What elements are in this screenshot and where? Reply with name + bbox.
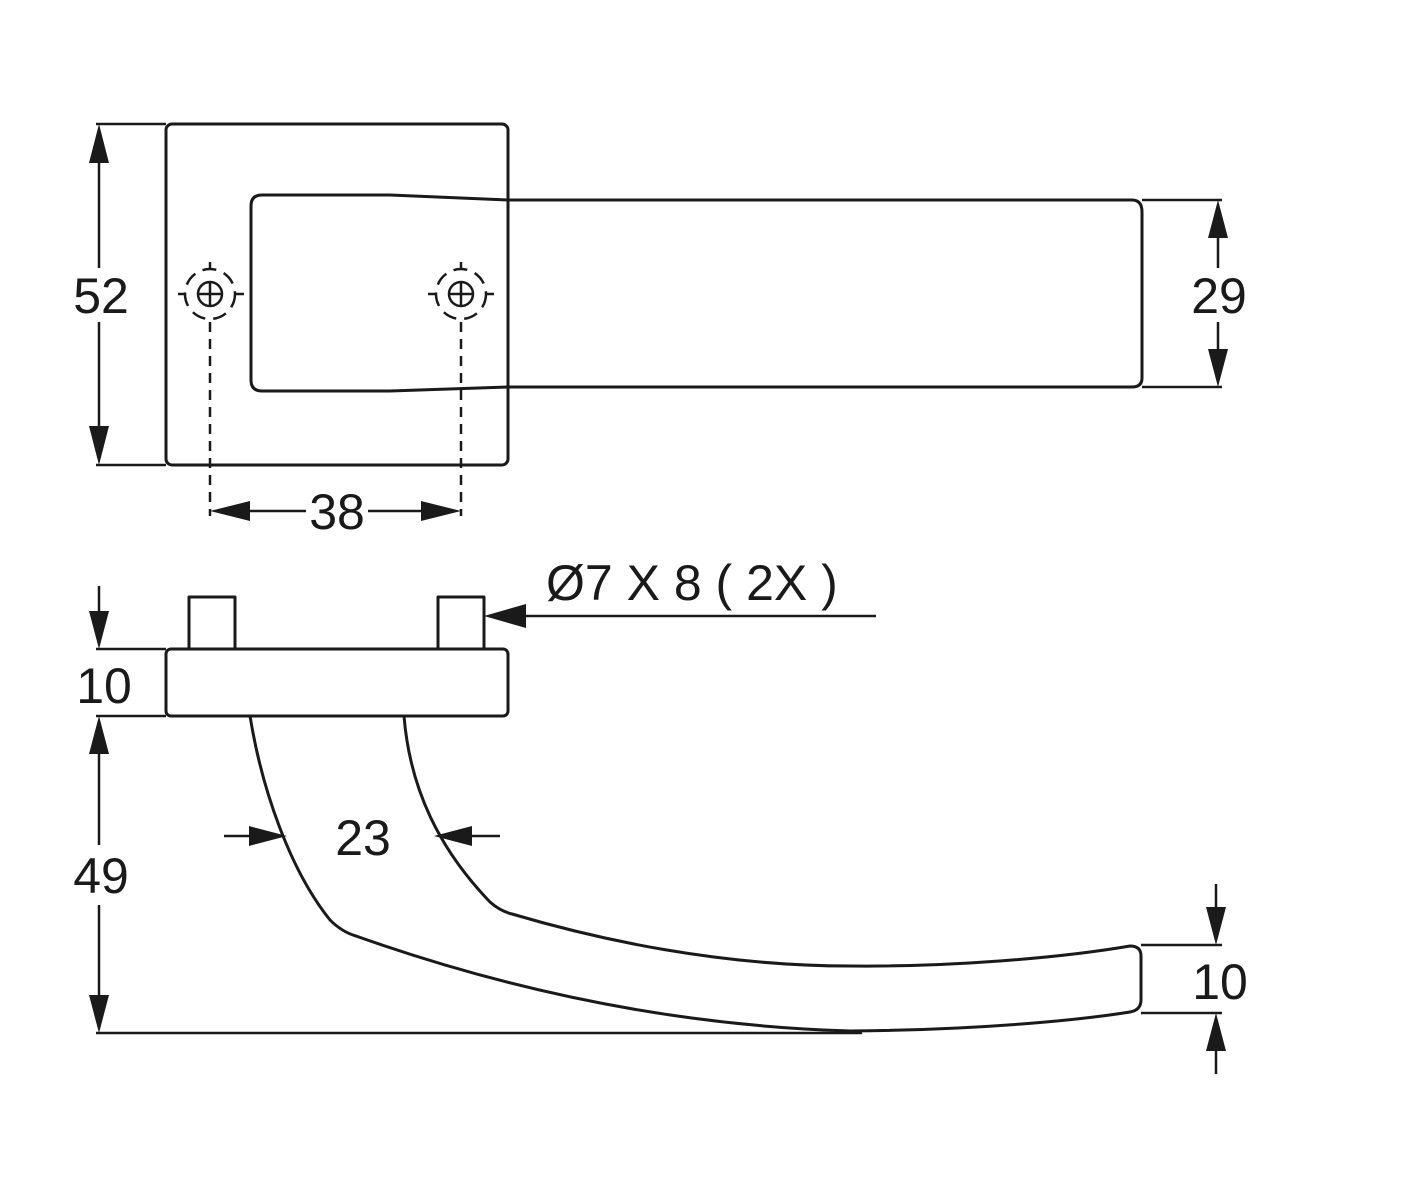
side-view: Ø7 X 8 ( 2X ) 10 49 23 <box>73 555 1248 1074</box>
handle-top-outline <box>249 193 1144 393</box>
pin-callout-label: Ø7 X 8 ( 2X ) <box>546 555 838 611</box>
dimension-label-29: 29 <box>1191 268 1247 324</box>
top-view: 52 29 38 <box>68 122 1252 540</box>
dimension-hole-spacing: 38 <box>210 484 461 540</box>
dimension-rose-thickness: 10 <box>76 586 166 718</box>
dimension-projection: 49 <box>73 716 862 1035</box>
pin-callout: Ø7 X 8 ( 2X ) <box>484 555 876 628</box>
crosshair-circle-icon <box>178 262 244 321</box>
crosshair-circle-icon <box>428 262 494 321</box>
handle-side-outline <box>248 714 1143 1033</box>
dimension-label-49: 49 <box>73 848 129 904</box>
dimension-rose-height: 52 <box>68 122 166 467</box>
dimension-label-52: 52 <box>73 268 129 324</box>
dimension-neck-width: 23 <box>224 810 500 866</box>
mounting-pin <box>436 595 486 651</box>
dimension-label-38: 38 <box>309 484 365 540</box>
dimension-handle-width: 29 <box>1142 198 1252 389</box>
dimension-label-10-grip: 10 <box>1192 954 1248 1010</box>
dimension-grip-thickness: 10 <box>1141 884 1248 1074</box>
dimension-label-23: 23 <box>335 810 391 866</box>
dimension-label-10-rose: 10 <box>76 658 132 714</box>
rose-plate-outline <box>164 122 510 467</box>
mounting-pin <box>187 595 237 651</box>
rose-plate-side <box>164 647 510 718</box>
